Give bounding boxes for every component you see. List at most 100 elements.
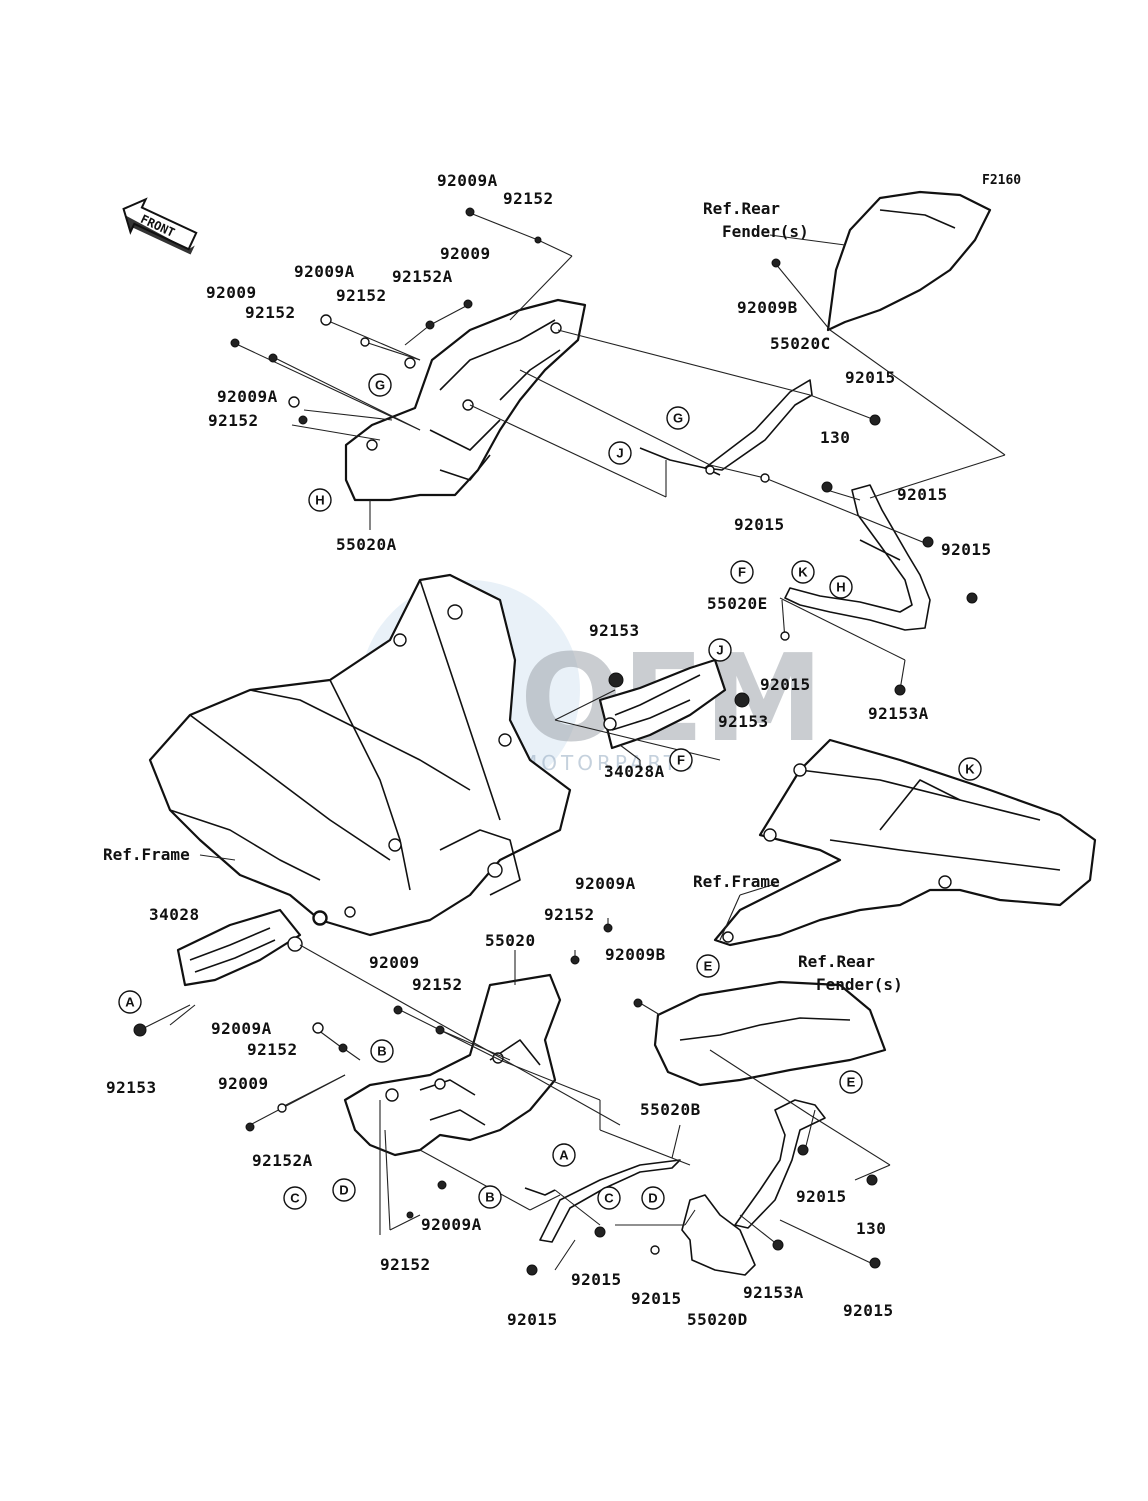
bolt-icon (245, 1122, 255, 1132)
main-frame (148, 573, 572, 937)
part-label: 92009A (217, 387, 278, 406)
part-label: 92015 (734, 515, 785, 534)
bolt-icon (463, 299, 473, 309)
part-label: 92015 (571, 1270, 622, 1289)
svg-text:H: H (836, 580, 845, 595)
washer-icon (277, 1103, 287, 1113)
part-label: 92153A (743, 1283, 804, 1302)
svg-text:B: B (377, 1044, 386, 1059)
part-label: 92009 (218, 1074, 269, 1093)
part-label: 92009B (605, 945, 666, 964)
part-label: 92009A (294, 262, 355, 281)
front-arrow-icon: FRONT (122, 197, 198, 255)
part-label: 92152 (380, 1255, 431, 1274)
svg-text:K: K (965, 762, 975, 777)
bracket-55020d (681, 1099, 826, 1276)
part-label: 92015 (941, 540, 992, 559)
part-label: 92009A (211, 1019, 272, 1038)
washer-icon (780, 631, 790, 641)
callout-c-1: C (283, 1186, 307, 1210)
nut-icon (425, 320, 435, 330)
part-label: 55020A (336, 535, 397, 554)
rear-fender-top (826, 190, 992, 332)
bolt-icon (230, 338, 240, 348)
svg-text:C: C (604, 1191, 614, 1206)
svg-text:A: A (125, 995, 135, 1010)
svg-text:D: D (339, 1183, 348, 1198)
part-label: 92009 (369, 953, 420, 972)
part-label: 92009A (437, 171, 498, 190)
nut-icon (650, 1245, 660, 1255)
callout-k-2: K (958, 757, 982, 781)
nut-icon (526, 1264, 538, 1276)
part-label: 55020E (707, 594, 768, 613)
svg-text:A: A (559, 1148, 569, 1163)
part-label: 55020C (770, 334, 831, 353)
part-label: 55020 (485, 931, 536, 950)
bolt-icon (771, 258, 781, 268)
svg-text:E: E (704, 959, 713, 974)
part-label: 92153 (589, 621, 640, 640)
diagram-code: F2160 (982, 173, 1021, 188)
svg-text:G: G (673, 411, 683, 426)
part-label: 92015 (760, 675, 811, 694)
nut-icon (922, 536, 934, 548)
svg-text:C: C (290, 1191, 300, 1206)
bolt-icon (437, 1180, 447, 1190)
svg-text:E: E (847, 1075, 856, 1090)
part-label: 92152 (412, 975, 463, 994)
bolt-icon (734, 692, 750, 708)
nut-icon (320, 314, 332, 326)
footpeg-34028a (598, 658, 727, 750)
ref-rear-fender-top-2: Fender(s) (722, 222, 809, 241)
svg-text:J: J (616, 446, 623, 461)
bolt-icon (393, 1005, 403, 1015)
part-label: 92152A (252, 1151, 313, 1170)
ref-rear-fender-bottom-2: Fender(s) (816, 975, 903, 994)
rear-fender-bottom (653, 980, 887, 1087)
washer-icon (298, 415, 308, 425)
callout-a-2: A (552, 1143, 576, 1167)
part-label: 92152 (336, 286, 387, 305)
callout-h-2: H (829, 575, 853, 599)
part-label: 92009B (737, 298, 798, 317)
callout-g-1: G (368, 373, 392, 397)
washer-icon (570, 955, 580, 965)
part-label: 92153 (718, 712, 769, 731)
part-label: 55020D (687, 1310, 748, 1329)
callout-e-2: E (839, 1070, 863, 1094)
nut-icon (594, 1226, 606, 1238)
callout-d-2: D (641, 1186, 665, 1210)
washer-icon (360, 337, 370, 347)
leader-lines (139, 212, 1006, 1271)
part-label: 92015 (897, 485, 948, 504)
part-label: 92009 (206, 283, 257, 302)
washer-icon (760, 473, 770, 483)
callout-k-1: K (791, 560, 815, 584)
callout-c-2: C (597, 1186, 621, 1210)
nut-icon (288, 396, 300, 408)
callout-f-1: F (730, 560, 754, 584)
callout-d-1: D (332, 1178, 356, 1202)
bolt-icon (133, 1023, 147, 1037)
washer-icon (406, 1211, 414, 1219)
bolt-icon (608, 672, 624, 688)
nut-icon (869, 414, 881, 426)
svg-text:J: J (716, 643, 723, 658)
svg-text:H: H (315, 493, 324, 508)
part-label: 92009 (440, 244, 491, 263)
callout-b-1: B (370, 1039, 394, 1063)
svg-text:B: B (485, 1190, 494, 1205)
svg-text:D: D (648, 1191, 657, 1206)
ref-rear-fender-top-1: Ref.Rear (703, 199, 780, 218)
guard-55020 (343, 973, 562, 1157)
bracket-55020e (784, 484, 931, 631)
nut-icon (797, 1144, 809, 1156)
footpeg-34028 (176, 908, 327, 987)
bolt-icon (866, 1174, 878, 1186)
washer-icon (534, 236, 542, 244)
nut-icon (603, 923, 613, 933)
callout-h-1: H (308, 488, 332, 512)
nut-icon (869, 1257, 881, 1269)
